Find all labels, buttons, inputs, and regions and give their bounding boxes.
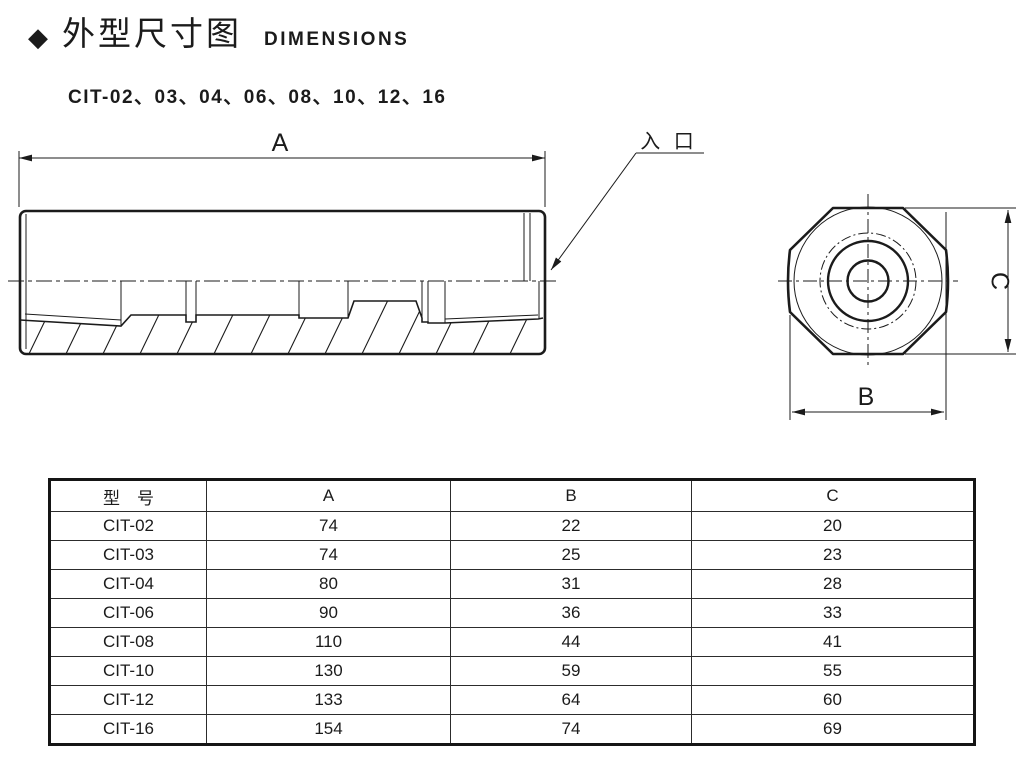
table-cell: 55 [691, 655, 975, 686]
table-header-b: B [450, 479, 692, 512]
dimension-c [905, 207, 1016, 355]
table-row: CIT-06 90 36 33 [49, 597, 975, 628]
diamond-bullet-icon: ◆ [28, 22, 48, 52]
table-cell: 60 [691, 684, 975, 715]
table-cell-model: CIT-04 [49, 568, 207, 599]
inlet-leader-line [550, 152, 637, 271]
dimension-a [18, 151, 546, 207]
table-cell: 74 [206, 511, 451, 541]
table-cell: 44 [450, 626, 692, 657]
table-row: CIT-03 74 25 23 [49, 539, 975, 570]
table-cell: 154 [206, 713, 451, 746]
dimension-b-label: B [858, 383, 875, 411]
page-title: ◆ 外型尺寸图 DIMENSIONS [28, 15, 410, 52]
table-cell: 59 [450, 655, 692, 686]
table-cell: 110 [206, 626, 451, 657]
side-view: A 入 口 [8, 129, 704, 356]
section-material-boundary [19, 300, 544, 327]
table-cell-model: CIT-03 [49, 539, 207, 570]
table-row: CIT-08 110 44 41 [49, 626, 975, 657]
table-row: CIT-04 80 31 28 [49, 568, 975, 599]
page-title-chinese: 外型尺寸图 [62, 15, 242, 52]
dimension-a-label: A [272, 129, 289, 157]
table-cell: 74 [206, 539, 451, 570]
page-title-english: DIMENSIONS [264, 29, 410, 50]
table-cell: 69 [691, 713, 975, 746]
table-cell-model: CIT-12 [49, 684, 207, 715]
table-row: CIT-12 133 64 60 [49, 684, 975, 715]
table-cell: 25 [450, 539, 692, 570]
table-cell: 22 [450, 511, 692, 541]
side-view-internal-lines [24, 213, 540, 349]
table-header-a: A [206, 479, 451, 512]
table-cell: 90 [206, 597, 451, 628]
table-header-c: C [691, 479, 975, 512]
inlet-label: 入 口 [640, 131, 698, 153]
side-view-body-outline [18, 209, 547, 356]
table-cell: 31 [450, 568, 692, 599]
table-cell: 41 [691, 626, 975, 657]
table-cell: 74 [450, 713, 692, 746]
dimension-c-label: C [985, 272, 1013, 290]
table-cell-model: CIT-06 [49, 597, 207, 628]
technical-drawing: A 入 口 C [8, 129, 1016, 420]
table-cell: 20 [691, 511, 975, 541]
table-header-model: 型 号 [49, 479, 207, 512]
table-cell: 133 [206, 684, 451, 715]
table-cell: 36 [450, 597, 692, 628]
table-cell-model: CIT-16 [49, 713, 207, 746]
dimension-table: 型 号 A B C CIT-02 74 22 20 CIT-03 74 25 2… [48, 478, 976, 746]
table-row: CIT-10 130 59 55 [49, 655, 975, 686]
table-row: CIT-16 154 74 69 [49, 713, 975, 746]
table-header-row: 型 号 A B C [49, 479, 975, 512]
table-cell: 130 [206, 655, 451, 686]
table-cell: 80 [206, 568, 451, 599]
table-cell-model: CIT-08 [49, 626, 207, 657]
table-cell: 23 [691, 539, 975, 570]
end-view: C B [778, 194, 1016, 420]
table-cell: 64 [450, 684, 692, 715]
table-row: CIT-02 74 22 20 [49, 511, 975, 541]
end-view-outline [786, 206, 950, 356]
table-cell-model: CIT-10 [49, 655, 207, 686]
dimension-b [789, 212, 947, 420]
section-hatching [26, 301, 538, 353]
model-list-subtitle: CIT-02、03、04、06、08、10、12、16 [68, 87, 447, 108]
table-cell: 28 [691, 568, 975, 599]
table-cell: 33 [691, 597, 975, 628]
table-cell-model: CIT-02 [49, 511, 207, 541]
inlet-leader [550, 152, 704, 271]
